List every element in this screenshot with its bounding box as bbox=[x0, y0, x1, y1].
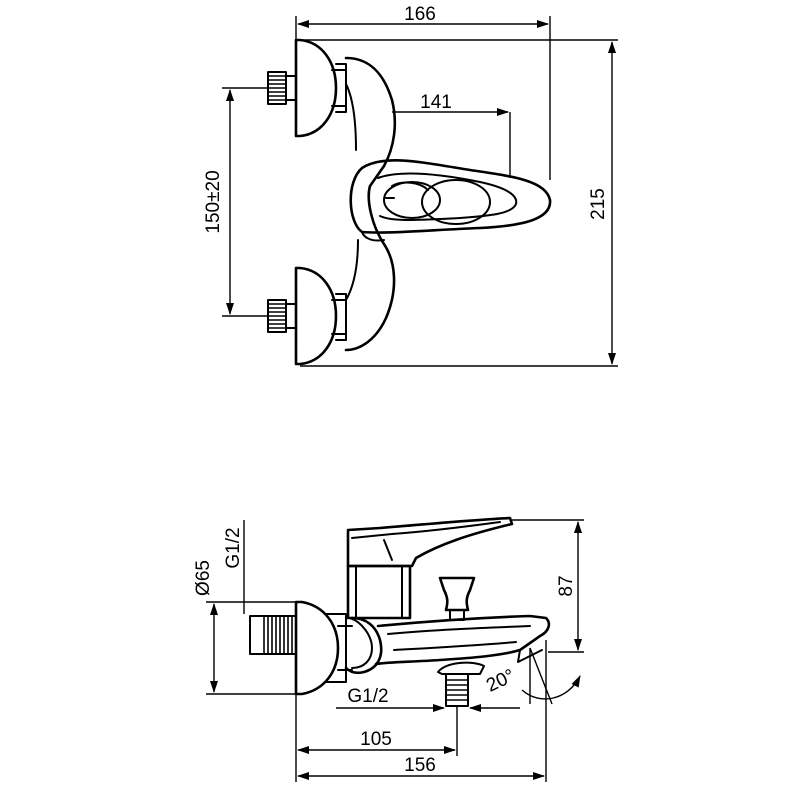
lever-handle bbox=[346, 516, 514, 568]
side-rosette bbox=[294, 600, 340, 696]
outlet-thread bbox=[437, 661, 485, 707]
dim-arc-20 bbox=[521, 675, 581, 700]
dim-label-angle: 20° bbox=[483, 665, 518, 696]
label-thread-outlet: G1/2 bbox=[347, 686, 388, 707]
cartridge-column bbox=[346, 564, 412, 620]
dim-label-150: 150±20 bbox=[203, 170, 224, 233]
dim-label-diameter: Ø65 bbox=[193, 560, 214, 596]
lower-inlet-thread bbox=[267, 299, 297, 333]
side-body bbox=[344, 616, 383, 675]
handle-opening-right bbox=[421, 179, 491, 225]
dim-label-215: 215 bbox=[588, 188, 609, 220]
side-view: G1/2 Ø65 87 20° G1/2 105 156 bbox=[193, 516, 584, 782]
faucet-body bbox=[344, 56, 397, 352]
upper-rosette bbox=[294, 38, 338, 138]
upper-connector bbox=[335, 63, 347, 113]
spout bbox=[374, 614, 551, 666]
top-view: 166 141 150±20 215 bbox=[203, 4, 618, 367]
lower-connector bbox=[335, 293, 347, 341]
diverter-knob bbox=[438, 576, 476, 621]
upper-inlet-thread bbox=[267, 71, 297, 105]
dim-label-166: 166 bbox=[404, 4, 436, 25]
lower-rosette bbox=[294, 266, 338, 366]
label-thread-inlet: G1/2 bbox=[223, 527, 244, 568]
dim-label-87: 87 bbox=[556, 575, 577, 596]
dim-label-105: 105 bbox=[360, 729, 392, 750]
inlet-thread bbox=[249, 615, 297, 655]
dim-label-141: 141 bbox=[420, 92, 452, 113]
dim-label-156: 156 bbox=[404, 755, 436, 776]
